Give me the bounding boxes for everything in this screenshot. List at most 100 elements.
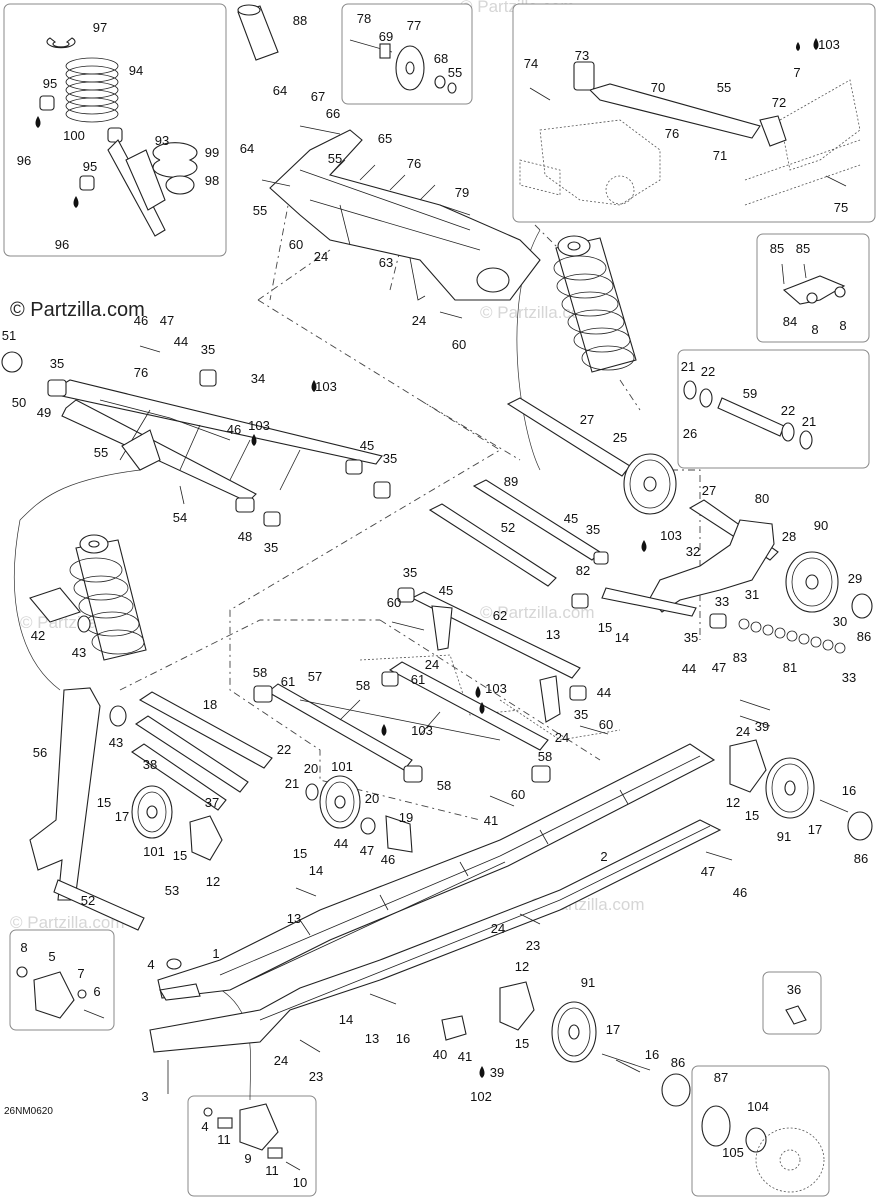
callout-11: 11 [265,1163,279,1178]
rear-arm-56 [29,687,145,931]
callout-87: 87 [714,1070,728,1085]
callout-14: 14 [615,630,629,645]
grease-fitting-36 [785,1005,807,1025]
callout-13: 13 [287,911,301,926]
callout-86: 86 [854,851,868,866]
callout-15: 15 [97,795,111,810]
callout-27: 27 [580,412,594,427]
callout-35: 35 [586,522,600,537]
callout-17: 17 [606,1022,620,1037]
callout-22: 22 [701,364,715,379]
callout-47: 47 [712,660,726,675]
wheel-arm-80 [601,519,873,654]
callout-68: 68 [434,51,448,66]
callout-5: 5 [48,949,55,964]
callout-60: 60 [289,237,303,252]
callout-47: 47 [160,313,174,328]
callout-55: 55 [717,80,731,95]
callout-46: 46 [134,313,148,328]
callout-74: 74 [524,56,538,71]
callout-58: 58 [253,665,267,680]
callout-7: 7 [793,65,800,80]
callout-23: 23 [526,938,540,953]
callout-103: 103 [315,379,337,394]
callout-95: 95 [43,76,57,91]
callout-15: 15 [173,848,187,863]
callout-37: 37 [205,795,219,810]
axle-59 [683,380,813,450]
callout-26: 26 [683,426,697,441]
callout-12: 12 [726,795,740,810]
callout-93: 93 [155,133,169,148]
callout-60: 60 [599,717,613,732]
callout-103: 103 [660,528,682,543]
rear-shock-assembly [39,37,198,237]
callout-6: 6 [93,984,100,999]
callout-85: 85 [796,241,810,256]
callout-65: 65 [378,131,392,146]
callout-67: 67 [311,89,325,104]
callout-34: 34 [251,371,265,386]
callout-36: 36 [787,982,801,997]
callout-23: 23 [309,1069,323,1084]
callout-64: 64 [273,83,287,98]
callout-33: 33 [842,670,856,685]
partzilla-watermark: © Partzilla.com [10,299,145,321]
callout-15: 15 [515,1036,529,1051]
callout-48: 48 [238,529,252,544]
grease-fitting-inset [762,971,822,1035]
callout-52: 52 [501,520,515,535]
callout-76: 76 [407,156,421,171]
callout-72: 72 [772,95,786,110]
callout-97: 97 [93,20,107,35]
callout-43: 43 [72,645,86,660]
callout-39: 39 [490,1065,504,1080]
callout-105: 105 [722,1145,744,1160]
callout-24: 24 [736,724,750,739]
callout-17: 17 [115,809,129,824]
callout-47: 47 [360,843,374,858]
callout-50: 50 [12,395,26,410]
callout-86: 86 [857,629,871,644]
callout-35: 35 [201,342,215,357]
callout-13: 13 [365,1031,379,1046]
callout-41: 41 [484,813,498,828]
front-arm-34 [1,345,391,527]
callout-35: 35 [50,356,64,371]
bolts [167,699,771,1094]
axle-inset [677,349,870,469]
callout-84: 84 [783,314,797,329]
callout-10: 10 [293,1175,307,1190]
callout-43: 43 [109,735,123,750]
front-arm-63 [261,125,541,319]
callout-32: 32 [686,544,700,559]
rear-shock-absorber [553,235,637,373]
callout-21: 21 [285,776,299,791]
callout-24: 24 [425,657,439,672]
callout-66: 66 [326,106,340,121]
callout-22: 22 [277,742,291,757]
callout-47: 47 [701,864,715,879]
callout-44: 44 [682,661,696,676]
callout-101: 101 [331,759,353,774]
callout-28: 28 [782,529,796,544]
assembly-lines [14,194,701,1101]
callout-78: 78 [357,11,371,26]
callout-56: 56 [33,745,47,760]
callout-4: 4 [201,1119,208,1134]
callout-73: 73 [575,48,589,63]
callout-35: 35 [403,565,417,580]
callout-45: 45 [564,511,578,526]
callout-20: 20 [304,761,318,776]
faint-watermark: © Partzilla.com [480,303,595,322]
callout-57: 57 [308,669,322,684]
callout-49: 49 [37,405,51,420]
callout-100: 100 [63,128,85,143]
callout-24: 24 [314,249,328,264]
idler-wheel-91-lower [441,981,691,1107]
callout-104: 104 [747,1099,769,1114]
shafts [428,397,779,629]
idler-wheel-26 [623,453,677,515]
callout-64: 64 [240,141,254,156]
